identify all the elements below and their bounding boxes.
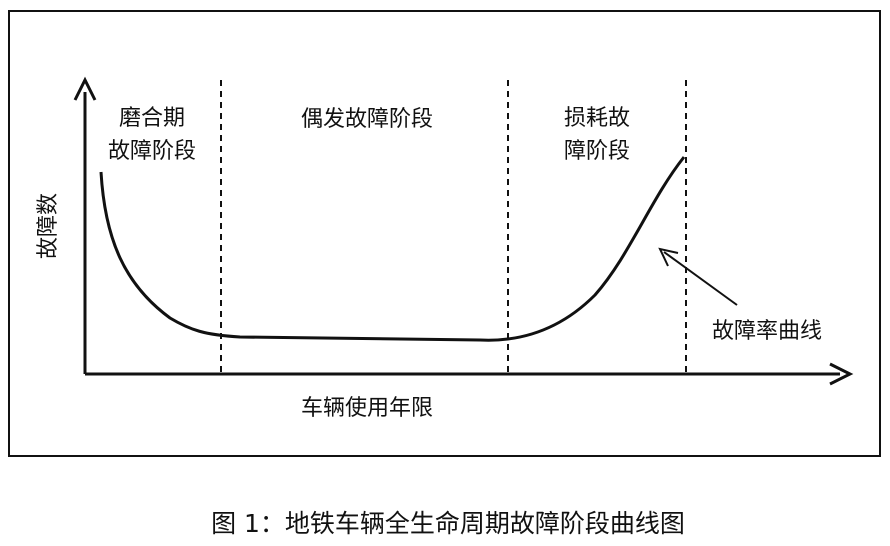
y-axis-arrow-icon — [73, 76, 97, 101]
x-axis-arrow-icon — [829, 362, 854, 386]
phase-3-label-line2: 障阶段 — [564, 139, 630, 164]
x-axis-label: 车辆使用年限 — [301, 396, 433, 421]
failure-rate-curve — [99, 156, 686, 342]
figure-frame — [8, 10, 881, 457]
curve-pointer-line — [663, 251, 738, 306]
phase-3-label-line1: 损耗故 — [564, 106, 630, 131]
phase-1-label-line2: 故障阶段 — [108, 139, 196, 164]
curve-label: 故障率曲线 — [712, 319, 822, 344]
curve-pointer-arrow-icon — [658, 247, 679, 267]
phase-1-label-line1: 磨合期 — [119, 106, 185, 131]
phase-2-label: 偶发故障阶段 — [301, 107, 433, 132]
y-axis-label: 故障数 — [36, 193, 61, 259]
figure-caption: 图 1：地铁车辆全生命周期故障阶段曲线图 — [211, 509, 685, 538]
